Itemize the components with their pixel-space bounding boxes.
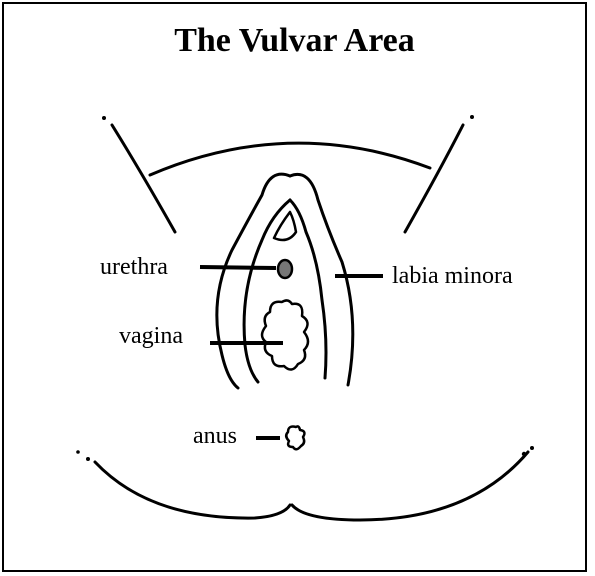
right-buttock-curve xyxy=(292,452,528,520)
right-thigh-line xyxy=(405,125,463,232)
left-buttock-dot xyxy=(86,457,90,461)
labia-minora-label: labia minora xyxy=(392,264,513,288)
labia-minora-left xyxy=(244,200,290,382)
left-thigh-dot xyxy=(102,116,106,120)
anus-shape xyxy=(286,426,304,449)
vaginal-opening xyxy=(262,300,308,369)
right-buttock-dot-2 xyxy=(530,446,534,450)
left-thigh-line xyxy=(112,125,175,232)
right-thigh-dot xyxy=(470,115,474,119)
urethra-label: urethra xyxy=(100,255,168,279)
labia-majora-outline xyxy=(217,174,290,388)
clitoral-hood xyxy=(274,212,296,240)
urethra-opening xyxy=(278,260,292,278)
left-buttock-curve xyxy=(95,462,290,518)
left-buttock-dot-2 xyxy=(76,450,80,454)
vagina-label: vagina xyxy=(119,324,183,348)
urethra-leader xyxy=(200,267,276,268)
mons-pubis-arc xyxy=(150,143,430,175)
anus-label: anus xyxy=(193,424,237,448)
right-buttock-dot xyxy=(522,452,526,456)
